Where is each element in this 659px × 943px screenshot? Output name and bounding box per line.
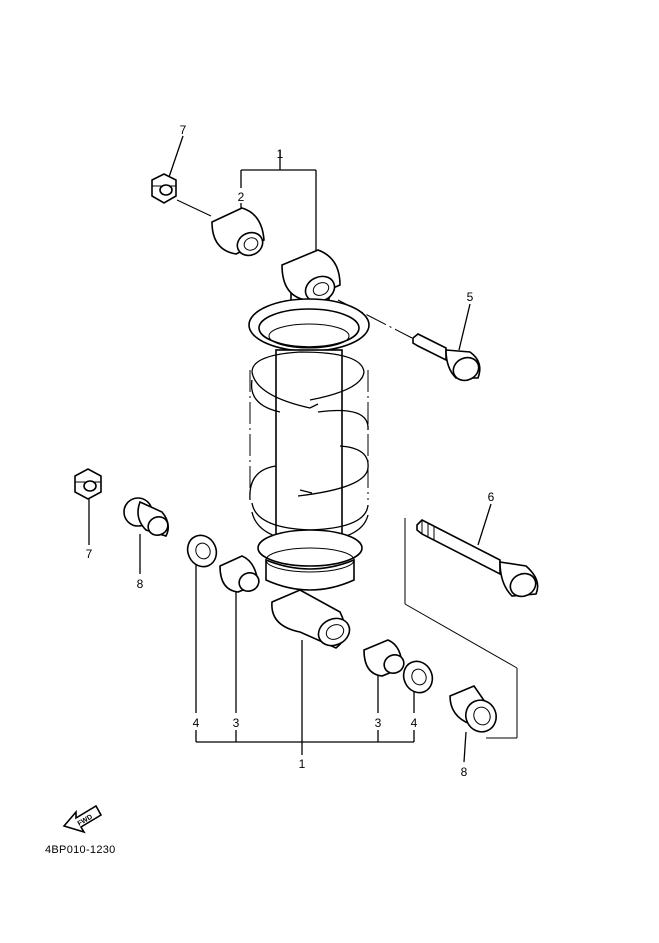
- flanged-collar-right-part: [449, 685, 497, 733]
- callout-4-left: 4: [193, 716, 200, 730]
- callout-3-left: 3: [233, 716, 240, 730]
- collar-bushing-part: [211, 207, 265, 257]
- callout-1-top: 1: [277, 147, 284, 161]
- washer-right-part: [402, 660, 434, 694]
- shock-absorber-assembly: [248, 249, 370, 649]
- callout-labels: 1 2 7 5 6 7 8 4 3 3 4 1 8: [86, 123, 495, 779]
- callout-8-left: 8: [137, 577, 144, 591]
- callout-5: 5: [467, 290, 474, 304]
- bolt-upper-part: [412, 333, 481, 382]
- nut-left-part: [74, 468, 102, 500]
- drawing-code: 4BP010-1230: [45, 844, 116, 856]
- washer-left-part: [186, 534, 218, 568]
- nut-top-part: [151, 173, 177, 204]
- leader-lines: [88, 135, 518, 763]
- bushing-left-part: [219, 555, 260, 593]
- forward-direction-arrow: FWD: [62, 804, 103, 834]
- flanged-collar-left-part: [123, 497, 170, 537]
- callout-7-top: 7: [180, 123, 187, 137]
- callout-3-right: 3: [375, 716, 382, 730]
- callout-4-right: 4: [411, 716, 418, 730]
- bushing-right-part: [363, 639, 405, 677]
- callout-2: 2: [238, 190, 245, 204]
- callout-1-bottom: 1: [299, 757, 306, 771]
- bolt-lower-part: [416, 519, 539, 598]
- callout-6: 6: [488, 490, 495, 504]
- callout-7-left: 7: [86, 547, 93, 561]
- callout-8-right: 8: [461, 765, 468, 779]
